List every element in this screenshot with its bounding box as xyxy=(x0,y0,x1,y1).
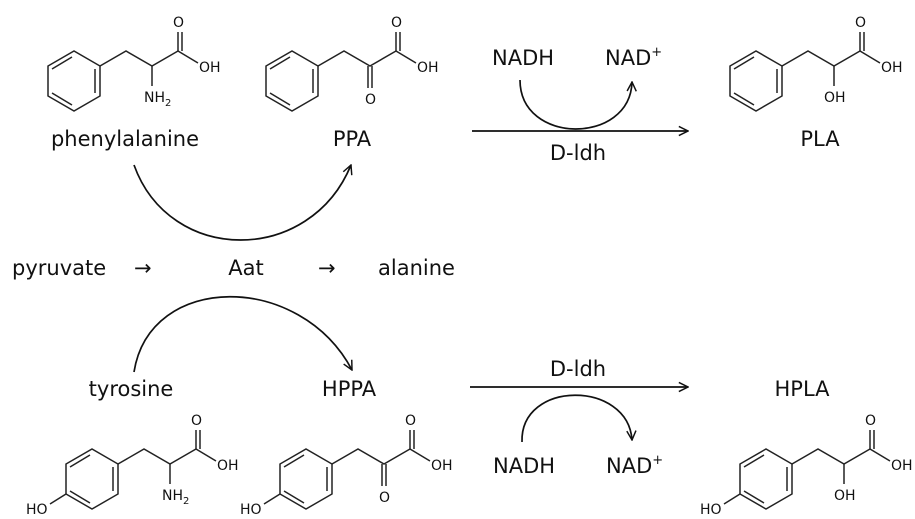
hpla-structure: HO O OH OH xyxy=(700,413,913,518)
pyruvate-label: pyruvate xyxy=(12,256,106,280)
hppa-label: HPPA xyxy=(322,377,377,401)
hppa-structure: HO O OH O xyxy=(240,413,453,518)
carbonyl-oxygen-label: O xyxy=(173,15,184,31)
ldh-bottom-reaction: D-ldh NADH NAD+ xyxy=(470,357,688,478)
pla-label: PLA xyxy=(800,127,840,151)
nad-label: NAD+ xyxy=(606,453,663,478)
phenol-hydroxyl-label: HO xyxy=(240,502,262,518)
amine-label: NH2 xyxy=(144,90,171,109)
hydroxyl-label: OH xyxy=(417,60,439,76)
phenol-hydroxyl-label: HO xyxy=(700,502,722,518)
hydroxyl-label: OH xyxy=(891,458,913,474)
alanine-label: alanine xyxy=(378,256,455,280)
arrow-right-icon: → xyxy=(134,256,152,280)
nad-label: NAD+ xyxy=(605,45,662,70)
hpla-label: HPLA xyxy=(774,377,830,401)
keto-oxygen-label: O xyxy=(379,490,390,506)
phenylalanine-label: phenylalanine xyxy=(51,127,199,151)
aat-enzyme-label: Aat xyxy=(228,256,263,280)
nadh-label: NADH xyxy=(493,454,555,478)
hydroxyl-label: OH xyxy=(199,60,221,76)
phenylalanine-structure: O OH NH2 xyxy=(47,15,221,112)
tyrosine-structure: HO O OH NH2 xyxy=(26,413,239,518)
hydroxyl-label: OH xyxy=(217,458,239,474)
carbonyl-oxygen-label: O xyxy=(391,15,402,31)
phenol-hydroxyl-label: HO xyxy=(26,502,48,518)
amine-label: NH2 xyxy=(162,488,189,507)
carbonyl-oxygen-label: O xyxy=(855,15,866,31)
ppa-structure: O OH O xyxy=(265,15,439,112)
nadh-label: NADH xyxy=(492,46,554,70)
alpha-hydroxyl-label: OH xyxy=(824,90,846,106)
hydroxyl-label: OH xyxy=(881,60,903,76)
tyrosine-label: tyrosine xyxy=(89,377,174,401)
aat-reaction: pyruvate → Aat → alanine xyxy=(12,165,455,373)
keto-oxygen-label: O xyxy=(365,92,376,108)
nadh-cofactor-arrow xyxy=(519,79,632,130)
carbonyl-oxygen-label: O xyxy=(191,413,202,429)
d-ldh-enzyme-label: D-ldh xyxy=(550,141,606,165)
pla-structure: O OH OH xyxy=(729,15,903,112)
ldh-top-reaction: NADH NAD+ D-ldh xyxy=(472,45,688,165)
carbonyl-oxygen-label: O xyxy=(405,413,416,429)
alpha-hydroxyl-label: OH xyxy=(834,488,856,504)
hydroxyl-label: OH xyxy=(431,458,453,474)
phenylalanine-to-ppa-arrow xyxy=(133,165,351,241)
ppa-label: PPA xyxy=(333,127,372,151)
carbonyl-oxygen-label: O xyxy=(865,413,876,429)
tyrosine-to-hppa-arrow xyxy=(133,295,352,373)
d-ldh-enzyme-label: D-ldh xyxy=(550,357,606,381)
arrow-right-icon: → xyxy=(318,256,336,280)
nadh-cofactor-arrow xyxy=(521,394,632,443)
